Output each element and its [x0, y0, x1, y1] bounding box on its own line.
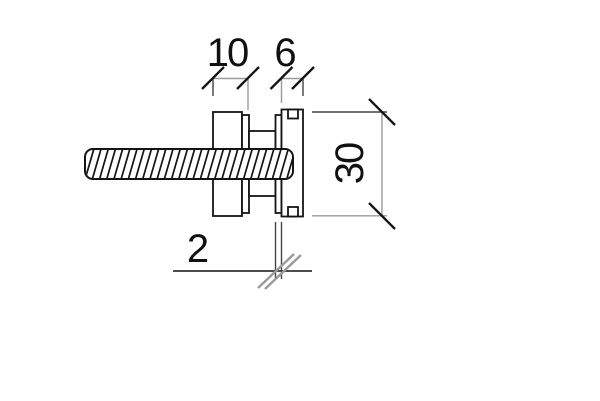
dimension-tick	[236, 66, 260, 90]
rod-hatch-line	[147, 150, 161, 178]
rod-hatch-line	[227, 150, 240, 178]
rod-hatch-line	[263, 150, 276, 178]
rod-hatch-line	[111, 150, 125, 178]
rod-hatch-line	[191, 150, 204, 178]
rod-hatch-line	[97, 150, 111, 178]
dimension-tick	[257, 253, 295, 289]
dimension-tick	[368, 98, 396, 126]
dimension-tick	[269, 66, 294, 90]
disc-notch-top	[287, 108, 299, 120]
dim-label-10: 10	[207, 31, 248, 75]
rod-hatch-line	[140, 150, 154, 178]
rod-hatch-line	[219, 150, 233, 178]
rod-hatch-line	[176, 150, 190, 178]
dimension-tick	[201, 66, 225, 90]
dimension-30: 30	[312, 98, 396, 230]
rod-hatch-line	[284, 150, 292, 178]
rod-hatch-line	[277, 150, 291, 178]
dimension-tick	[291, 66, 315, 90]
rod-hatch-line	[234, 150, 248, 178]
rod-hatch-line	[86, 150, 96, 178]
rod-hatch-line	[183, 150, 197, 178]
threaded-rod	[84, 148, 294, 180]
dim-label-2: 2	[187, 227, 208, 271]
rod-hatch-line	[162, 150, 176, 178]
rod-hatch-line	[90, 150, 104, 178]
rod-hatch-line	[248, 150, 262, 178]
disc-notch-bottom	[287, 206, 299, 218]
rod-hatch-line	[212, 150, 226, 178]
rod-hatch-line	[104, 150, 118, 178]
dimension-tick	[368, 202, 396, 230]
rod-hatch-line	[241, 150, 255, 178]
rod-hatch-line	[126, 150, 140, 178]
dimension-6: 6	[269, 31, 315, 103]
rod-hatch-line	[133, 150, 147, 178]
rod-hatch-line	[270, 150, 284, 178]
dimension-10: 10	[201, 31, 260, 110]
rod-hatch-line	[205, 150, 219, 178]
dimension-2: 2	[173, 222, 312, 290]
rod-hatch-line	[255, 150, 269, 178]
rod-hatch-line	[198, 150, 212, 178]
dim-label-6: 6	[274, 31, 295, 75]
rod-hatch-line	[169, 150, 183, 178]
dimension-tick	[264, 254, 302, 290]
rod-hatch-line	[155, 150, 168, 178]
dim-label-30: 30	[328, 143, 372, 184]
rod-thread-hatching	[86, 150, 292, 178]
rod-hatch-line	[119, 150, 132, 178]
